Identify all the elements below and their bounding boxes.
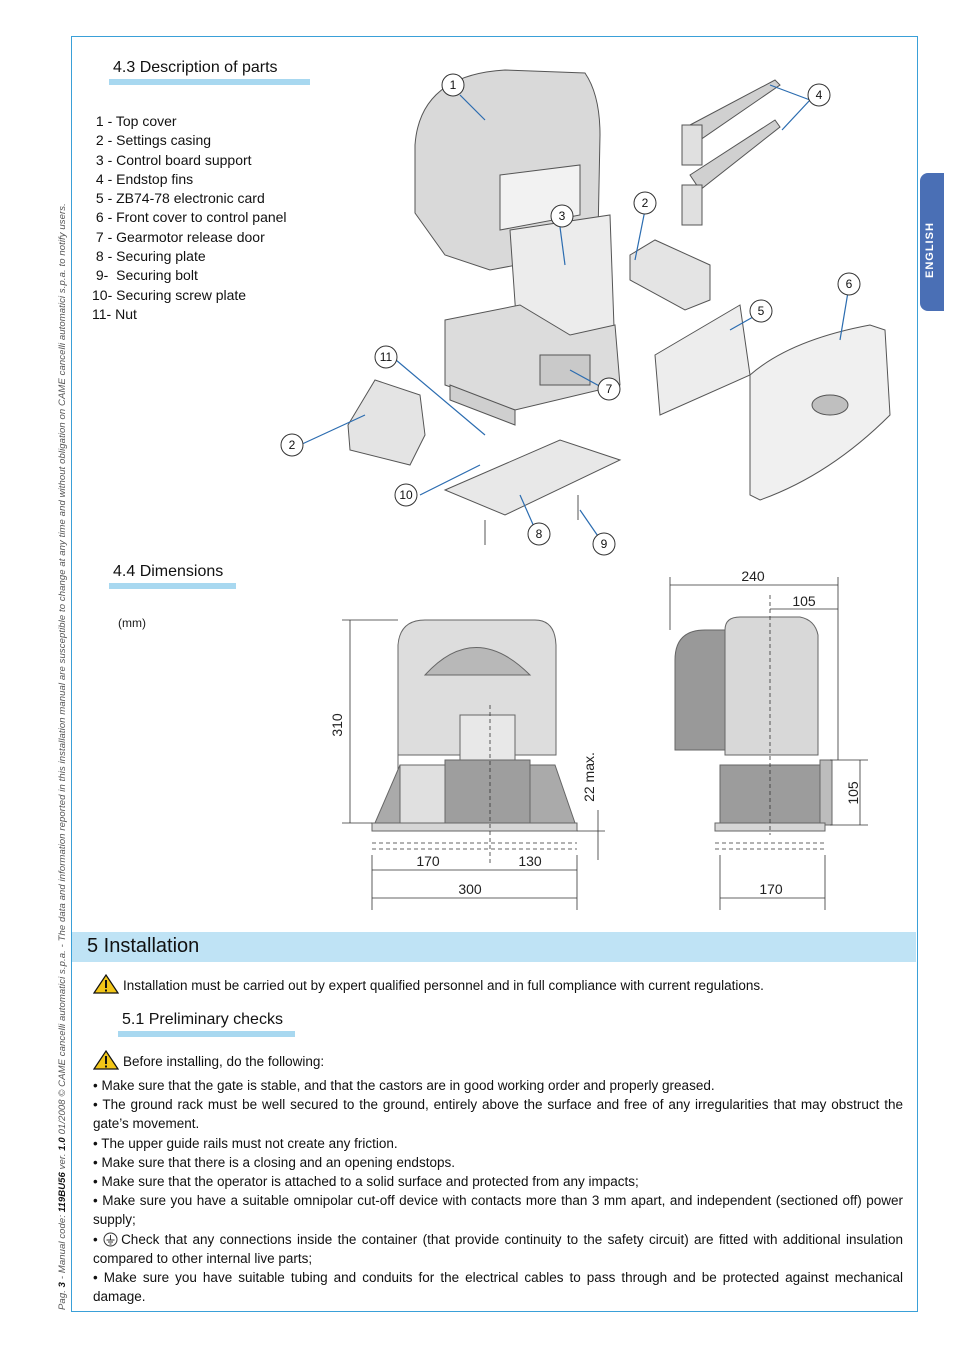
- list-item: • Make sure that there is a closing and …: [93, 1154, 455, 1170]
- parts-list-item: 4 - Endstop fins: [92, 170, 194, 187]
- parts-list-item: 11- Nut: [92, 305, 137, 322]
- page-frame: [71, 36, 918, 1312]
- installation-title: 5 Installation: [87, 935, 200, 957]
- language-tab-label: ENGLISH: [924, 222, 936, 278]
- parts-list-item: 8 - Securing plate: [92, 248, 206, 265]
- list-item: • Make sure you have a suitable omnipola…: [93, 1193, 903, 1228]
- dim-right-130: 130: [518, 853, 542, 869]
- callout-8: 8: [536, 527, 543, 541]
- callout-6: 6: [846, 277, 853, 291]
- warning-icon: [93, 974, 119, 994]
- dim-side-240: 240: [741, 568, 765, 584]
- list-item: • The upper guide rails must not create …: [93, 1135, 398, 1151]
- checks-intro: Before installing, do the following:: [93, 1050, 903, 1071]
- callout-10: 10: [399, 488, 413, 502]
- dim-height-310: 310: [330, 713, 345, 737]
- list-item: • The ground rack must be well secured t…: [93, 1097, 903, 1132]
- parts-list-item: 1 - Top cover: [92, 113, 177, 129]
- callout-4: 4: [816, 88, 823, 102]
- exploded-view-diagram: 1 2 3 4 5 6 7 8 9 10 11 2: [280, 69, 891, 556]
- installation-warning: Installation must be carried out by expe…: [93, 974, 903, 995]
- dim-side-170: 170: [759, 881, 783, 897]
- callout-2b: 2: [289, 438, 296, 452]
- dim-side-105: 105: [792, 593, 816, 609]
- parts-list-item: 2 - Settings casing: [92, 132, 212, 149]
- list-item: • Check that any connections inside the …: [93, 1231, 903, 1266]
- callout-7: 7: [606, 382, 613, 396]
- dim-left-170: 170: [416, 853, 440, 869]
- dim-total-300: 300: [458, 881, 482, 897]
- dimensions-diagram: 310 22 max. 170 130 300 240 105 105 170: [330, 568, 868, 910]
- checks-list: • Make sure that the gate is stable, and…: [93, 1076, 903, 1306]
- dimensions-heading: 4.4 Dimensions: [109, 563, 236, 589]
- language-tab[interactable]: ENGLISH: [920, 173, 944, 311]
- parts-list-item: 5 - ZB74-78 electronic card: [92, 190, 265, 207]
- dimensions-unit: (mm): [118, 616, 146, 630]
- installation-heading-bar: 5 Installation: [72, 932, 916, 962]
- dim-clearance: 22 max.: [581, 752, 597, 802]
- sidebar-legal-note: Pag. 3 - Manual code: 119BU56 ver. 1.0 0…: [57, 203, 68, 1310]
- parts-heading: 4.3 Description of parts: [109, 59, 310, 85]
- list-item: • Make sure that the gate is stable, and…: [93, 1078, 715, 1093]
- callout-2: 2: [642, 196, 649, 210]
- warning-icon: [93, 1050, 119, 1070]
- parts-list-item: 9- Securing bolt: [92, 267, 198, 284]
- callout-11: 11: [380, 350, 393, 364]
- callout-5: 5: [758, 304, 765, 318]
- parts-list-item: 3 - Control board support: [92, 151, 252, 168]
- list-item: • Make sure that the operator is attache…: [93, 1174, 639, 1190]
- callout-3: 3: [559, 209, 566, 223]
- parts-list-item: 6 - Front cover to control panel: [92, 209, 287, 226]
- dim-base-105: 105: [845, 781, 861, 805]
- parts-list-item: 10- Securing screw plate: [92, 286, 247, 303]
- ground-icon: [103, 1232, 118, 1247]
- checks-heading: 5.1 Preliminary checks: [118, 1011, 295, 1037]
- callout-9: 9: [601, 537, 608, 551]
- callout-1: 1: [450, 78, 457, 92]
- list-item: • Make sure you have suitable tubing and…: [93, 1270, 903, 1305]
- parts-list: 1 - Top cover 2 - Settings casing 3 - Co…: [92, 112, 287, 324]
- parts-list-item: 7 - Gearmotor release door: [92, 228, 265, 245]
